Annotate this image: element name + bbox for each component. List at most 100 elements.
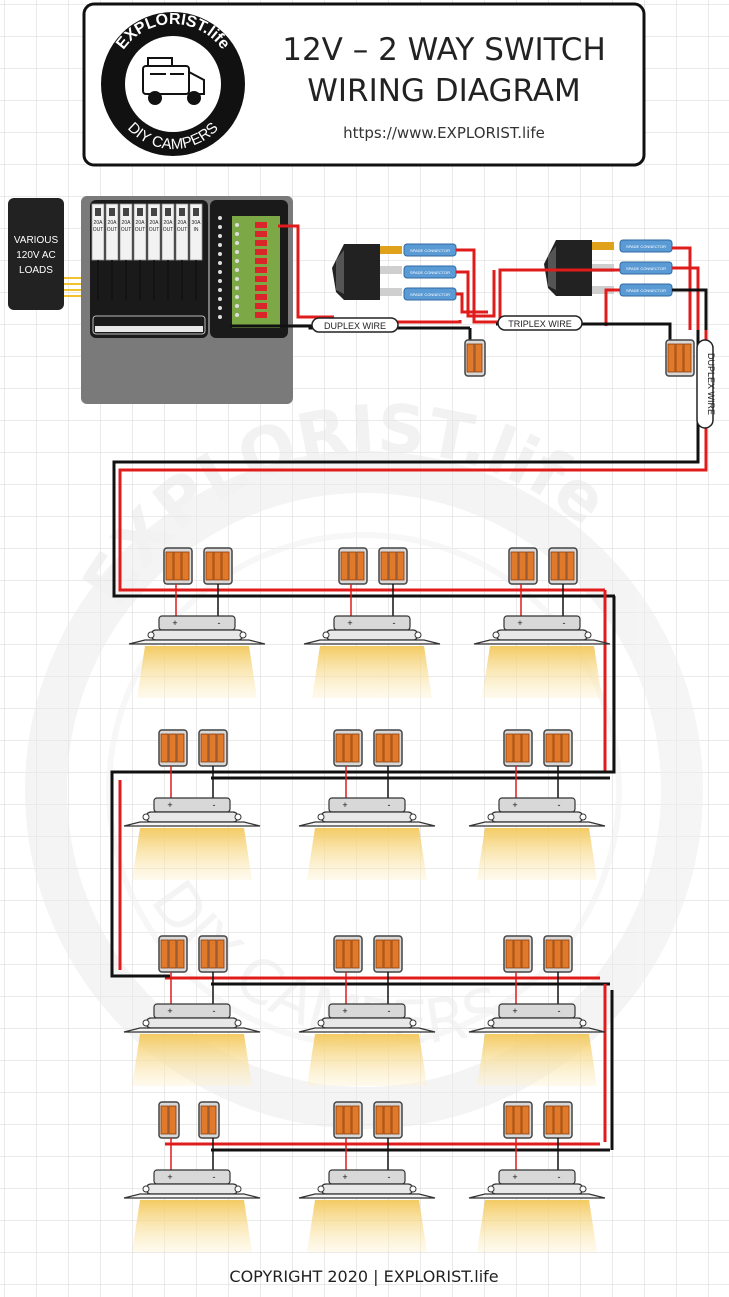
light-positive-terminal: + bbox=[167, 1172, 172, 1182]
light-glow bbox=[307, 1034, 427, 1086]
ac-loads-line-2: 120V AC bbox=[16, 250, 55, 261]
spade-connector: SPADE CONNECTOR bbox=[619, 283, 673, 297]
fuse-terminal bbox=[235, 250, 239, 254]
wire-label-triplex: TRIPLEX WIRE bbox=[497, 315, 583, 331]
light-negative-terminal: - bbox=[558, 1006, 561, 1016]
wago-connector bbox=[333, 935, 363, 973]
explorist-logo: EXPLORIST.life DIY CAMPERS bbox=[101, 11, 245, 156]
fuse-terminal bbox=[235, 241, 239, 245]
fuse-terminal bbox=[235, 223, 239, 227]
wago-connector bbox=[338, 547, 368, 585]
light-positive-terminal: + bbox=[342, 1006, 347, 1016]
puck-light: +- bbox=[128, 547, 266, 698]
negative-terminal bbox=[218, 261, 222, 265]
blade-fuse bbox=[255, 312, 267, 318]
breaker-rating: 30A bbox=[192, 220, 202, 226]
ac-loads-box: VARIOUS 120V AC LOADS bbox=[8, 198, 64, 310]
light-negative-terminal: - bbox=[213, 1172, 216, 1182]
puck-light: +- bbox=[468, 729, 606, 880]
wago-connector bbox=[503, 1101, 533, 1139]
light-glow bbox=[132, 1200, 252, 1252]
negative-wire bbox=[110, 596, 616, 978]
blade-fuse bbox=[255, 222, 267, 228]
fuse-terminal bbox=[235, 286, 239, 290]
blade-fuse bbox=[255, 258, 267, 264]
light-negative-terminal: - bbox=[388, 1006, 391, 1016]
light-positive-terminal: + bbox=[172, 618, 177, 628]
light-glow bbox=[477, 1034, 597, 1086]
light-glow bbox=[312, 646, 432, 698]
breaker-rating: 20A bbox=[122, 220, 132, 226]
light-glow bbox=[307, 828, 427, 880]
blade-fuse bbox=[255, 249, 267, 255]
blade-fuse bbox=[255, 303, 267, 309]
light-negative-terminal: - bbox=[558, 800, 561, 810]
wago-connector bbox=[464, 339, 486, 377]
light-glow bbox=[482, 646, 602, 698]
puck-light: +- bbox=[298, 729, 436, 880]
puck-light: +- bbox=[473, 547, 611, 698]
spade-connectors: SPADE CONNECTOR SPADE CONNECTOR SPADE CONN… bbox=[403, 239, 673, 301]
fuse-terminal bbox=[235, 277, 239, 281]
wago-connector bbox=[333, 729, 363, 767]
ac-loads-line-1: VARIOUS bbox=[14, 235, 59, 246]
blade-fuse bbox=[255, 240, 267, 246]
spade-connector-label: SPADE CONNECTOR bbox=[410, 248, 450, 253]
negative-terminal bbox=[218, 252, 222, 256]
light-glow bbox=[132, 828, 252, 880]
switch-2 bbox=[544, 240, 614, 296]
header: EXPLORIST.life DIY CAMPERS 12V – 2 WAY S… bbox=[82, 2, 646, 167]
negative-terminal bbox=[218, 243, 222, 247]
puck-light: +- bbox=[123, 1101, 261, 1252]
ac-bus-bar bbox=[95, 326, 203, 332]
spade-connector: SPADE CONNECTOR bbox=[619, 239, 673, 253]
light-glow bbox=[132, 1034, 252, 1086]
breaker-role: OUT bbox=[121, 227, 132, 233]
breaker-rating: 20A bbox=[164, 220, 174, 226]
wago-connector bbox=[198, 935, 228, 973]
blade-fuse bbox=[255, 267, 267, 273]
wire-label-duplex-1: DUPLEX WIRE bbox=[311, 317, 399, 333]
copyright-footer: COPYRIGHT 2020 | EXPLORIST.life bbox=[229, 1267, 498, 1286]
fuse-terminal bbox=[235, 268, 239, 272]
blade-fuse bbox=[255, 231, 267, 237]
negative-terminal bbox=[218, 297, 222, 301]
wago-connector bbox=[508, 547, 538, 585]
wago-connector bbox=[378, 547, 408, 585]
spade-connector: SPADE CONNECTOR bbox=[619, 261, 673, 275]
fuse-terminal bbox=[235, 313, 239, 317]
light-negative-terminal: - bbox=[563, 618, 566, 628]
light-negative-terminal: - bbox=[213, 800, 216, 810]
breaker-role: OUT bbox=[163, 227, 174, 233]
wago-connector bbox=[198, 729, 228, 767]
svg-text:DUPLEX WIRE: DUPLEX WIRE bbox=[706, 353, 716, 415]
spade-connector: SPADE CONNECTOR bbox=[403, 287, 457, 301]
dc-negative-bus bbox=[218, 216, 222, 319]
spade-connector-label: SPADE CONNECTOR bbox=[626, 266, 666, 271]
wago-connector bbox=[333, 1101, 363, 1139]
light-run-wiring bbox=[110, 588, 616, 1152]
wago-connector bbox=[503, 935, 533, 973]
header-url: https://www.EXPLORIST.life bbox=[343, 124, 545, 142]
breaker-rating: 20A bbox=[178, 220, 188, 226]
light-positive-terminal: + bbox=[347, 618, 352, 628]
negative-terminal bbox=[218, 315, 222, 319]
wago-connector bbox=[163, 547, 193, 585]
negative-terminal bbox=[218, 288, 222, 292]
breaker-role: OUT bbox=[135, 227, 146, 233]
ac-loads-line-3: LOADS bbox=[19, 265, 53, 276]
spade-connector-label: SPADE CONNECTOR bbox=[626, 244, 666, 249]
blade-fuse bbox=[255, 285, 267, 291]
puck-light: +- bbox=[468, 935, 606, 1086]
breaker-role: OUT bbox=[149, 227, 160, 233]
wago-connector bbox=[665, 339, 695, 377]
fuse-terminal bbox=[235, 295, 239, 299]
wago-connector bbox=[158, 935, 188, 973]
negative-terminal bbox=[218, 270, 222, 274]
fuse-terminal bbox=[235, 304, 239, 308]
